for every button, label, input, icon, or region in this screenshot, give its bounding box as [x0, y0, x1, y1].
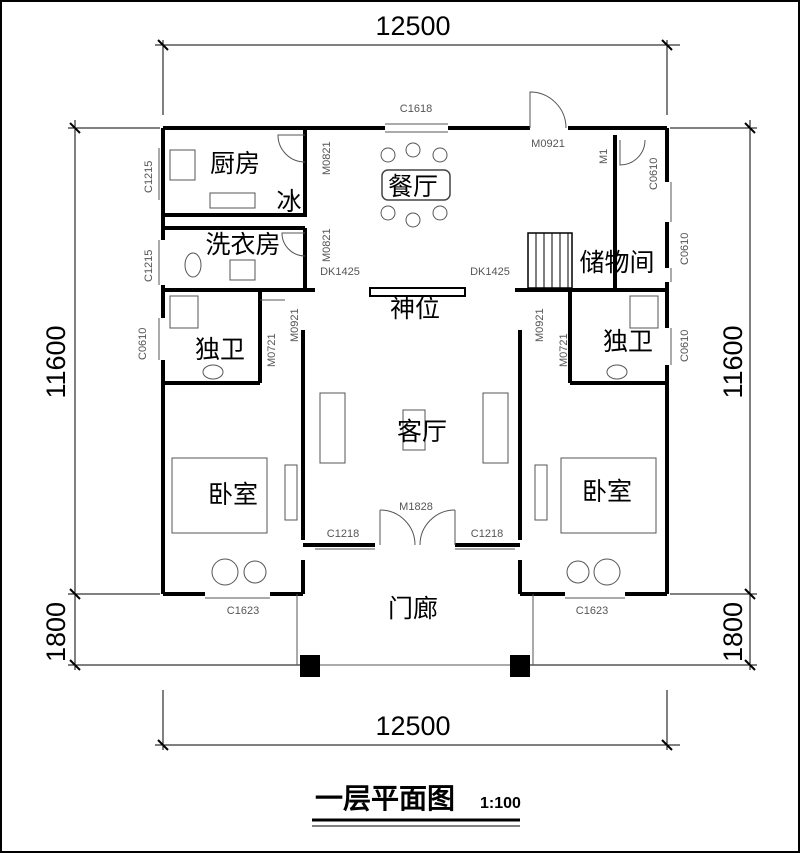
code-c1218-right: C1218	[471, 528, 503, 540]
openings-graphics	[158, 91, 672, 599]
room-bedroom-right: 卧室	[582, 477, 632, 506]
stove-icon	[209, 192, 256, 209]
room-dining: 餐厅	[388, 172, 438, 201]
code-c1215-kitchen: C1215	[143, 161, 155, 193]
code-m1: M1	[598, 149, 610, 164]
dim-right-porch: 1800	[718, 602, 748, 662]
code-m0721-right: M0721	[558, 333, 570, 367]
room-kitchen: 厨房	[210, 149, 260, 178]
sofa-left-icon	[319, 392, 346, 464]
walls	[161, 126, 669, 596]
bed-left-icon	[171, 457, 268, 534]
dim-bottom-width: 12500	[375, 711, 450, 741]
bed-right-icon	[560, 457, 657, 534]
dim-left-porch: 1800	[41, 602, 71, 662]
room-laundry: 洗衣房	[205, 230, 280, 259]
room-storage: 储物间	[579, 248, 654, 277]
toilet-right-icon	[606, 364, 628, 380]
column-base-right	[510, 655, 530, 677]
room-porch: 门廊	[388, 594, 438, 623]
code-dk1425-left: DK1425	[320, 266, 360, 278]
code-c0610-mid-right: C0610	[679, 233, 691, 265]
coffee-table-icon	[402, 409, 426, 451]
code-m0821-laundry: M0821	[321, 228, 333, 262]
code-m0721-left: M0721	[266, 333, 278, 367]
room-shrine: 神位	[390, 294, 440, 323]
code-c1623-left: C1623	[227, 605, 259, 617]
column-base-left	[300, 655, 320, 677]
room-bedroom-left: 卧室	[208, 480, 258, 509]
room-bath-left: 独卫	[195, 335, 245, 364]
code-m0921-top: M0921	[531, 138, 565, 150]
dim-left-main: 11600	[41, 325, 71, 398]
dining-table-icon	[381, 169, 451, 201]
code-c1623-right: C1623	[576, 605, 608, 617]
dim-top-width: 12500	[375, 11, 450, 41]
code-c0610-left: C0610	[137, 328, 149, 360]
sofa-right-icon	[482, 392, 509, 464]
code-dk1425-right: DK1425	[470, 266, 510, 278]
dimension-lines	[68, 39, 757, 751]
code-m1828: M1828	[399, 501, 433, 513]
room-living: 客厅	[397, 417, 447, 446]
dim-right-main: 11600	[718, 325, 748, 398]
code-c0610-top-right: C0610	[648, 158, 660, 190]
drawing-scale: 1:100	[480, 795, 521, 812]
room-bath-right: 独卫	[603, 327, 653, 356]
sink-icon	[169, 149, 196, 181]
furniture	[169, 142, 659, 677]
code-m0821-kitchen: M0821	[321, 141, 333, 175]
code-c1218-left: C1218	[327, 528, 359, 540]
code-c0610-bath-right: C0610	[679, 330, 691, 362]
code-c1618: C1618	[400, 103, 432, 115]
code-m0921-left: M0921	[289, 308, 301, 342]
room-fridge: 冰	[276, 187, 301, 216]
code-c1215-laundry: C1215	[143, 250, 155, 282]
code-m0921-right: M0921	[534, 308, 546, 342]
drawing-title: 一层平面图	[315, 782, 455, 815]
washer-icon	[184, 252, 202, 278]
toilet-left-icon	[202, 364, 224, 380]
